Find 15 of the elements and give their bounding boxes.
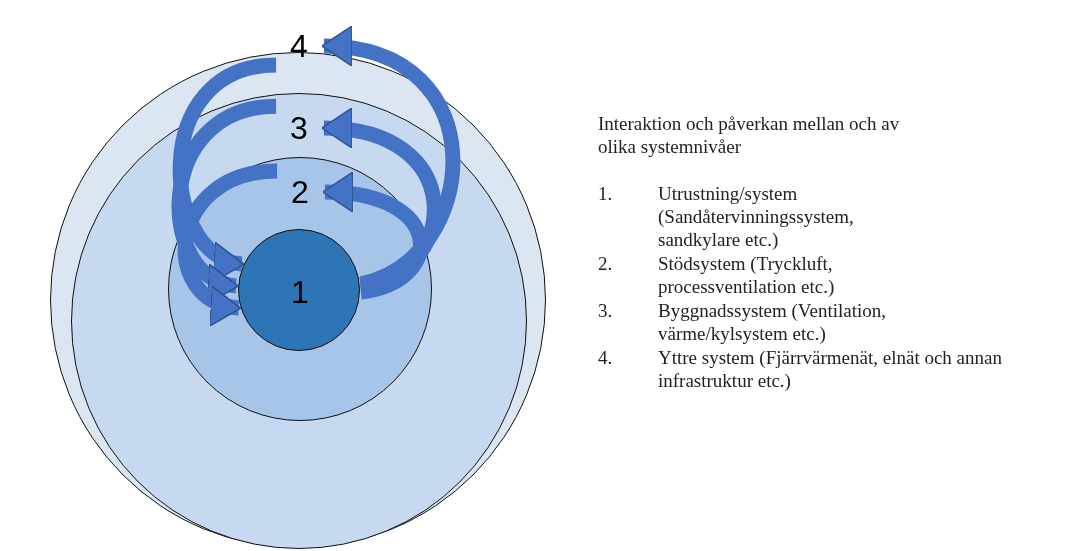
curved-arrow [177,163,278,323]
list-number: 2. [598,252,613,275]
list-item-text: Utrustning/system (Sandåtervinningssystem, sandkylare etc.) [658,182,855,251]
list-number: 3. [598,299,613,322]
list-item-text: Byggnadssystem (Ventilation, värme/kylsystem etc.) [658,299,887,345]
level-number: 2 [291,175,309,209]
level-number: 3 [290,111,308,145]
curved-arrow [172,57,278,277]
list-number: 1. [598,182,613,205]
list-item-text: Yttre system (Fjärrvärmenät, elnät och annan infrastruktur etc.) [658,346,1003,392]
curved-arrow [322,173,428,300]
level-number: 1 [291,275,309,309]
list-number: 4. [598,346,613,369]
heading: Interaktion och påverkan mellan och av olika systemnivåer [598,112,901,158]
list-item-text: Stödsystem (Tryckluft, processventilation etc.) [658,252,836,298]
